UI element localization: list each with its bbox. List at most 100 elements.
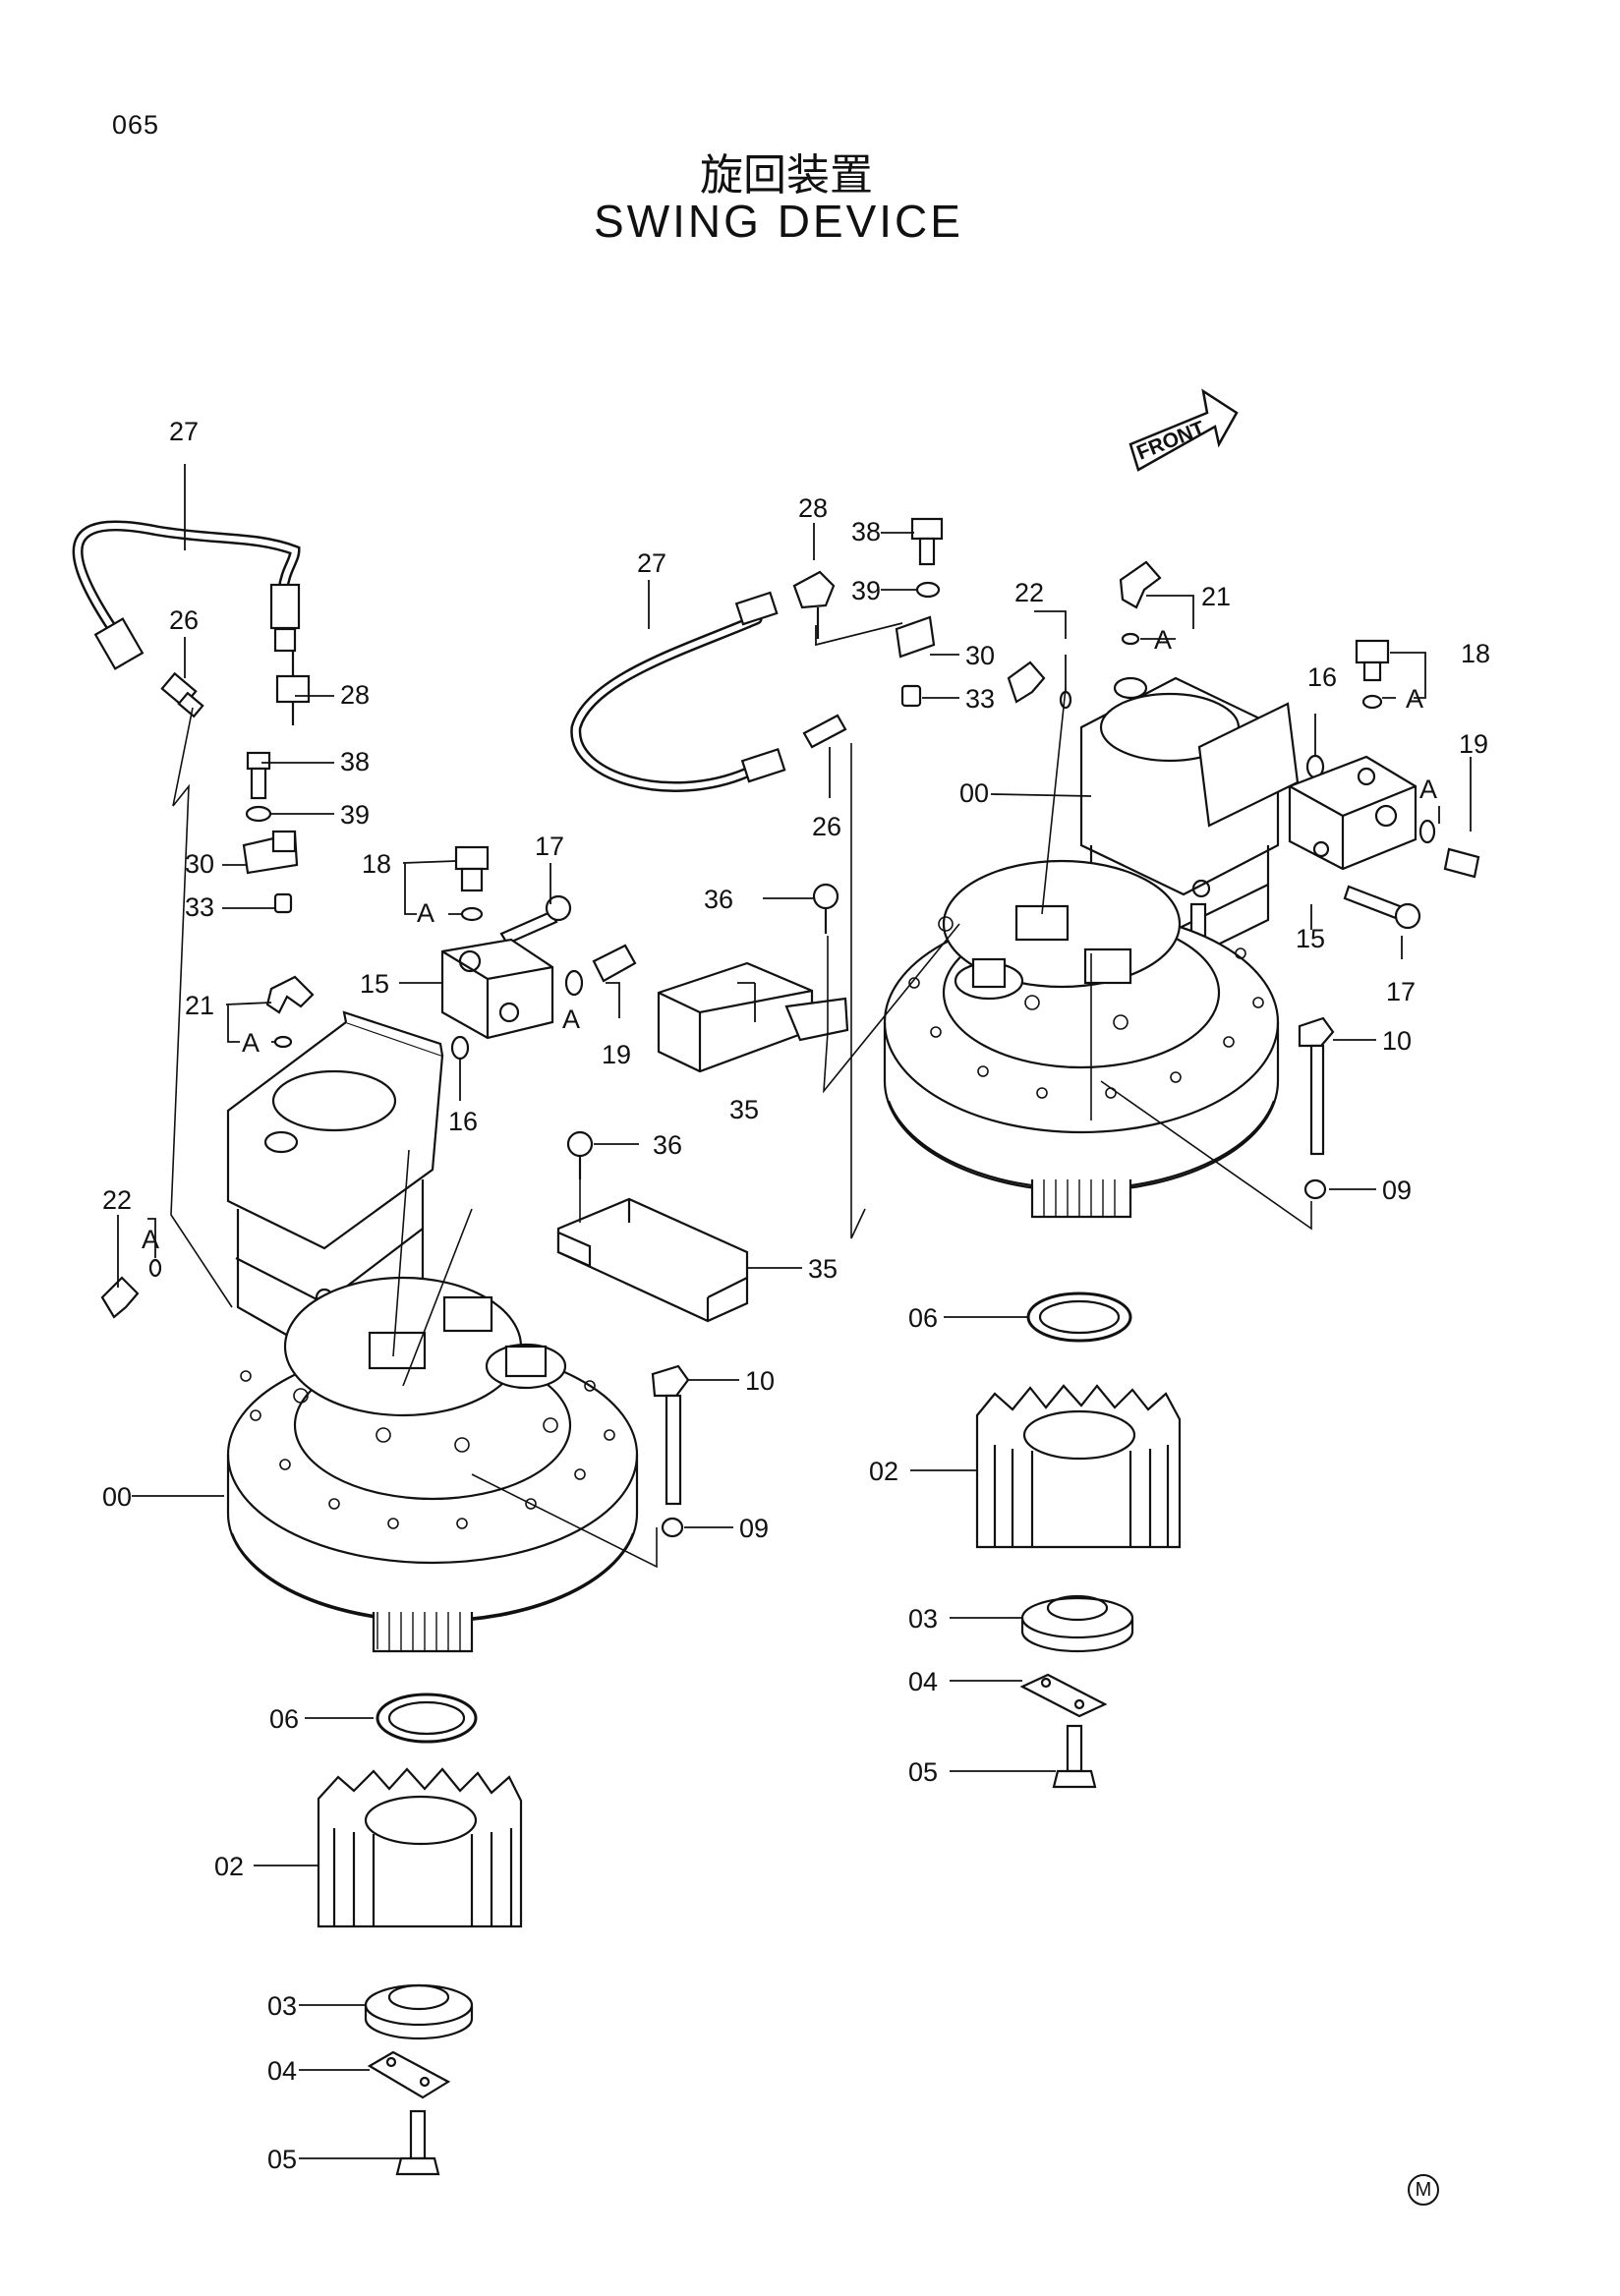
callout-label: 19: [1459, 729, 1488, 759]
page-title: SWING DEVICE: [594, 196, 963, 247]
callout-label: 17: [535, 832, 564, 861]
callout-label: 22: [102, 1185, 132, 1215]
left-plate-04: [367, 2050, 451, 2099]
callouts-right: 28 38 27 39 22 21 A 30 33 18 16 A 26 00 …: [637, 493, 1490, 1787]
right-oring-21a: [1121, 632, 1140, 646]
callout-label: 26: [812, 812, 841, 841]
callout-label: 05: [267, 2145, 297, 2174]
left-fitting-19: [564, 944, 637, 997]
right-plug-18: [1355, 639, 1390, 682]
callout-label: 36: [653, 1130, 682, 1160]
front-arrow-label: FRONT: [1133, 417, 1208, 464]
callout-label: 09: [739, 1514, 769, 1543]
callout-label: 35: [808, 1254, 838, 1284]
right-cover-35: [657, 961, 849, 1073]
callout-label: 38: [851, 517, 881, 546]
right-bolt-17: [1343, 885, 1421, 930]
right-bolt-36: [812, 883, 839, 934]
callout-label: 27: [637, 548, 666, 578]
callout-label: 18: [362, 849, 391, 879]
left-bolt-10: [651, 1364, 690, 1506]
callout-label: 19: [602, 1040, 631, 1069]
left-fitting-26: [160, 671, 204, 718]
right-fitting-19: [1418, 819, 1480, 879]
left-cap-03: [364, 1983, 474, 2040]
left-bolt-05: [395, 2109, 440, 2176]
callout-label: 04: [267, 2056, 297, 2086]
callout-label: 06: [908, 1303, 938, 1333]
callout-label: 02: [214, 1852, 244, 1881]
left-plug-33: [273, 892, 293, 914]
right-bolt-10: [1298, 1016, 1335, 1156]
left-fitting-28: [275, 651, 311, 725]
callout-label: 28: [798, 493, 828, 523]
callout-label: 30: [965, 641, 995, 670]
callout-label: 10: [1382, 1026, 1412, 1056]
page-title-japanese: 旋回装置: [700, 150, 873, 201]
callout-label: A: [1154, 625, 1172, 655]
right-washer-39: [915, 581, 941, 599]
callout-label: 03: [267, 1991, 297, 2021]
callouts-left: 27 26 28 38 39 30 33 18 17 A 15 21 A 19 …: [102, 417, 838, 2174]
callout-label: 18: [1461, 639, 1490, 668]
callout-label: 06: [269, 1704, 299, 1734]
callout-label: 39: [851, 576, 881, 605]
left-cover-35: [556, 1197, 749, 1323]
right-elbow-22: [1007, 660, 1072, 710]
callout-label: 30: [185, 849, 214, 879]
callout-label: A: [562, 1004, 580, 1034]
callout-label: 26: [169, 605, 199, 635]
right-elbow-21: [1119, 560, 1162, 609]
left-washer-09: [661, 1517, 684, 1538]
right-reduction-gear-housing: [883, 859, 1280, 1219]
left-reduction-gear-housing: [226, 1276, 639, 1653]
right-oring-18a: [1361, 694, 1383, 710]
callout-label: 38: [340, 747, 370, 776]
callout-label: A: [1406, 684, 1423, 714]
left-block-15: [440, 938, 554, 1040]
right-plate-04: [1019, 1673, 1108, 1718]
right-bolt-05: [1052, 1724, 1097, 1789]
callout-label: A: [142, 1225, 159, 1254]
callout-label: 35: [729, 1095, 759, 1124]
left-bolt-17: [499, 894, 572, 946]
callout-label: A: [242, 1028, 260, 1058]
right-fitting-28: [792, 570, 836, 639]
callout-label: 04: [908, 1667, 938, 1696]
right-hose-27: [570, 591, 786, 792]
callout-label: 05: [908, 1757, 938, 1787]
right-pinion-02: [975, 1384, 1182, 1549]
callout-label: 15: [360, 969, 389, 999]
callout-label: 33: [185, 892, 214, 922]
right-fitting-26: [802, 714, 847, 749]
callout-label: 16: [448, 1107, 478, 1136]
left-pinion-02: [317, 1767, 523, 1928]
callout-label: 39: [340, 800, 370, 830]
callout-label: 03: [908, 1604, 938, 1634]
left-washer-39: [245, 805, 272, 823]
callout-label: 15: [1296, 924, 1325, 953]
left-bolt-36: [566, 1130, 594, 1179]
left-elbow-21: [265, 975, 315, 1014]
manufacturer-mark-icon: M: [1408, 2174, 1439, 2206]
left-oring-16: [450, 1035, 470, 1061]
callout-label: 02: [869, 1457, 898, 1486]
right-washer-09: [1303, 1178, 1327, 1200]
left-bracket-30: [242, 830, 299, 875]
callout-label: 36: [704, 885, 733, 914]
left-oring-21a: [273, 1035, 293, 1049]
right-block-15: [1288, 755, 1418, 871]
page-number: 065: [112, 110, 160, 140]
callout-label: 27: [169, 417, 199, 446]
callout-label: 00: [959, 778, 989, 808]
callout-label: 22: [1014, 578, 1044, 607]
callout-label: 10: [745, 1366, 775, 1396]
right-cap-03: [1020, 1594, 1134, 1653]
left-oring-18a: [460, 906, 484, 922]
callout-label: 33: [965, 684, 995, 714]
callout-label: 16: [1307, 662, 1337, 692]
callout-label: A: [1419, 775, 1437, 804]
callout-label: 21: [1201, 582, 1231, 611]
callout-label: A: [417, 898, 434, 928]
